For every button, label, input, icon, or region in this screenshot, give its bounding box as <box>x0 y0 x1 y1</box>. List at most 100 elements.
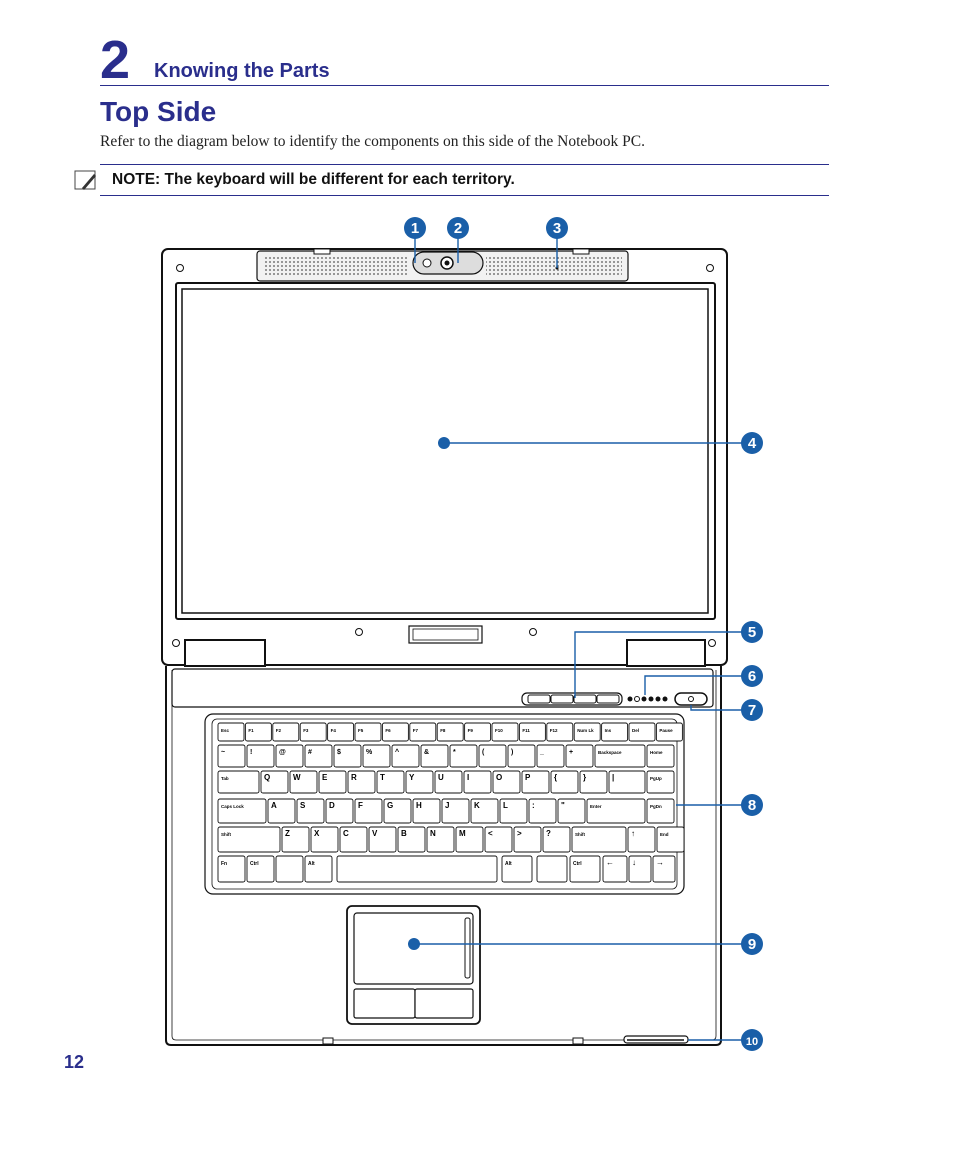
key[interactable] <box>441 798 470 824</box>
key[interactable] <box>601 722 629 742</box>
key[interactable] <box>354 798 383 824</box>
key[interactable] <box>455 826 484 853</box>
key[interactable] <box>652 855 676 883</box>
key[interactable] <box>608 770 646 794</box>
key[interactable] <box>571 826 627 853</box>
key[interactable] <box>354 722 382 742</box>
right-click-button[interactable] <box>414 988 474 1019</box>
callout-lines <box>414 236 742 1041</box>
key[interactable] <box>513 826 542 853</box>
key[interactable] <box>521 770 550 794</box>
key[interactable] <box>478 744 507 768</box>
key[interactable] <box>499 798 528 824</box>
key[interactable] <box>546 722 574 742</box>
note-pencil-icon <box>74 168 100 197</box>
key[interactable] <box>602 855 628 883</box>
key[interactable] <box>426 826 455 853</box>
key[interactable] <box>289 770 318 794</box>
key[interactable] <box>573 722 601 742</box>
key[interactable] <box>275 744 304 768</box>
key[interactable] <box>507 744 536 768</box>
key-label: Q <box>264 773 270 782</box>
callout-4-label: 4 <box>748 435 757 452</box>
key[interactable] <box>347 770 376 794</box>
key[interactable] <box>381 722 409 742</box>
key[interactable] <box>569 855 601 883</box>
key[interactable] <box>318 770 347 794</box>
key-label: Shift <box>575 832 585 837</box>
key-label: Ctrl <box>250 861 259 867</box>
key[interactable] <box>655 722 683 742</box>
key[interactable] <box>579 770 608 794</box>
key[interactable] <box>586 798 646 824</box>
key[interactable] <box>296 798 325 824</box>
key[interactable] <box>405 770 434 794</box>
key[interactable] <box>217 722 245 742</box>
key[interactable] <box>656 826 685 853</box>
key[interactable] <box>463 770 492 794</box>
power-switch[interactable] <box>674 692 708 706</box>
key[interactable] <box>310 826 339 853</box>
key[interactable] <box>518 722 546 742</box>
key[interactable] <box>470 798 499 824</box>
key[interactable] <box>594 744 646 768</box>
key[interactable] <box>272 722 300 742</box>
callout-8-label: 8 <box>748 797 756 814</box>
key[interactable] <box>368 826 397 853</box>
key[interactable] <box>260 770 289 794</box>
key[interactable] <box>376 770 405 794</box>
key[interactable] <box>383 798 412 824</box>
key[interactable] <box>244 722 272 742</box>
key[interactable] <box>646 770 675 794</box>
key[interactable] <box>434 770 463 794</box>
key[interactable] <box>325 798 354 824</box>
key-label: { <box>554 773 557 782</box>
key[interactable] <box>501 855 533 883</box>
key-label: J <box>445 801 449 810</box>
key[interactable] <box>550 770 579 794</box>
key[interactable] <box>542 826 571 853</box>
key-label: > <box>517 829 522 838</box>
key[interactable] <box>528 798 557 824</box>
key[interactable] <box>557 798 586 824</box>
key[interactable] <box>397 826 426 853</box>
key[interactable] <box>217 770 260 794</box>
key[interactable] <box>628 855 652 883</box>
key[interactable] <box>339 826 368 853</box>
key[interactable] <box>492 770 521 794</box>
key[interactable] <box>391 744 420 768</box>
key[interactable] <box>449 744 478 768</box>
key[interactable] <box>333 744 362 768</box>
key[interactable] <box>217 826 281 853</box>
key[interactable] <box>491 722 519 742</box>
key[interactable] <box>536 744 565 768</box>
key[interactable] <box>464 722 492 742</box>
key[interactable] <box>336 855 498 883</box>
key[interactable] <box>627 826 656 853</box>
key[interactable] <box>275 855 304 883</box>
key[interactable] <box>217 855 246 883</box>
key[interactable] <box>412 798 441 824</box>
key[interactable] <box>281 826 310 853</box>
key[interactable] <box>646 744 675 768</box>
key[interactable] <box>628 722 656 742</box>
key[interactable] <box>217 744 246 768</box>
key[interactable] <box>246 744 275 768</box>
key[interactable] <box>436 722 464 742</box>
key[interactable] <box>409 722 437 742</box>
key-label: Esc <box>221 728 230 733</box>
key[interactable] <box>536 855 568 883</box>
key[interactable] <box>267 798 296 824</box>
key[interactable] <box>565 744 594 768</box>
key[interactable] <box>646 798 675 824</box>
key[interactable] <box>420 744 449 768</box>
key[interactable] <box>484 826 513 853</box>
key[interactable] <box>327 722 355 742</box>
key[interactable] <box>304 855 333 883</box>
key[interactable] <box>304 744 333 768</box>
key[interactable] <box>217 798 267 824</box>
key[interactable] <box>299 722 327 742</box>
key[interactable] <box>246 855 275 883</box>
left-click-button[interactable] <box>353 988 416 1019</box>
key[interactable] <box>362 744 391 768</box>
